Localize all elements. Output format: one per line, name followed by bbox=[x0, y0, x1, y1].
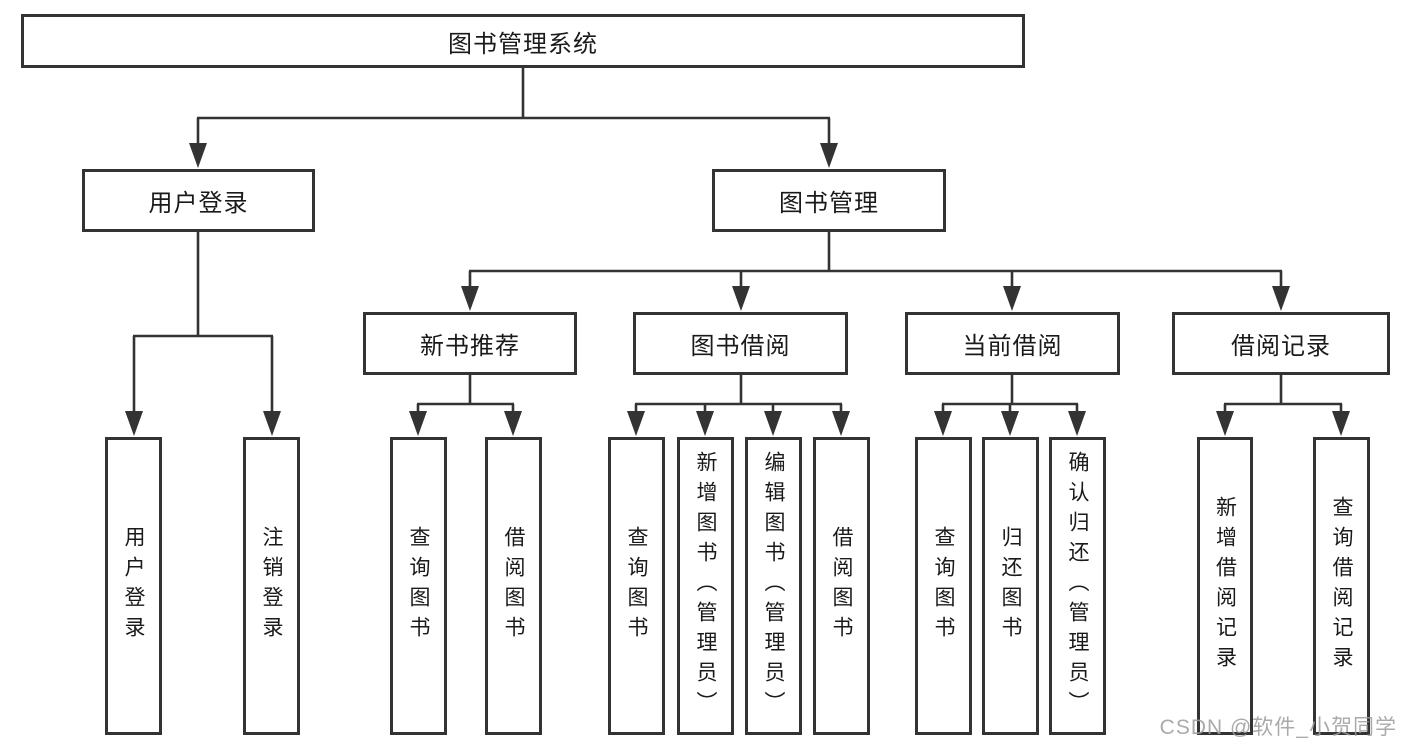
edge-root-to-level1 bbox=[189, 67, 838, 168]
node-new-book-recommend: 新书推荐 bbox=[363, 312, 577, 375]
leaf-query-books-borrow: 查询图书 bbox=[608, 437, 665, 735]
arrowhead bbox=[820, 143, 838, 168]
leaf-confirm-return-admin: 确认归还（管理员） bbox=[1049, 437, 1106, 735]
leaf-query-borrow-record: 查询借阅记录 bbox=[1313, 437, 1370, 735]
arrowhead bbox=[504, 411, 522, 436]
node-user-login: 用户登录 bbox=[82, 169, 315, 232]
leaf-borrow-books-recommend: 借阅图书 bbox=[485, 437, 542, 735]
arrowhead bbox=[627, 411, 645, 436]
leaf-query-books-recommend: 查询图书 bbox=[390, 437, 447, 735]
arrowhead bbox=[732, 286, 750, 311]
edge-book-borrow-to-leaves bbox=[627, 375, 850, 436]
node-book-management: 图书管理 bbox=[712, 169, 946, 232]
node-current-borrow: 当前借阅 bbox=[905, 312, 1120, 375]
edge-borrow-records-to-leaves bbox=[1216, 375, 1350, 436]
arrowhead bbox=[934, 411, 952, 436]
leaf-query-books-current: 查询图书 bbox=[915, 437, 972, 735]
leaf-return-books: 归还图书 bbox=[982, 437, 1039, 735]
edge-user-login-to-leaves bbox=[125, 232, 281, 436]
arrowhead bbox=[461, 286, 479, 311]
arrowhead bbox=[832, 411, 850, 436]
arrowhead bbox=[696, 411, 714, 436]
edge-current-borrow-to-leaves bbox=[934, 375, 1086, 436]
node-library-management-system: 图书管理系统 bbox=[21, 14, 1025, 68]
leaf-user-login: 用户登录 bbox=[105, 437, 162, 735]
arrowhead bbox=[1001, 411, 1019, 436]
arrowhead bbox=[125, 411, 143, 436]
arrowhead bbox=[764, 411, 782, 436]
arrowhead bbox=[1332, 411, 1350, 436]
arrowhead bbox=[1272, 286, 1290, 311]
leaf-add-borrow-record: 新增借阅记录 bbox=[1197, 437, 1253, 735]
arrowhead bbox=[1216, 411, 1234, 436]
edge-new-book-recommend-to-leaves bbox=[409, 375, 522, 436]
arrowhead bbox=[263, 411, 281, 436]
arrowhead bbox=[409, 411, 427, 436]
arrowhead bbox=[189, 143, 207, 168]
arrowhead bbox=[1068, 411, 1086, 436]
leaf-add-books-admin: 新增图书（管理员） bbox=[677, 437, 734, 735]
leaf-borrow-books: 借阅图书 bbox=[813, 437, 870, 735]
edge-book-management-to-level2 bbox=[461, 232, 1290, 311]
leaf-logout: 注销登录 bbox=[243, 437, 300, 735]
csdn-watermark: CSDN @软件_小贺同学 bbox=[1159, 716, 1397, 739]
leaf-edit-books-admin: 编辑图书（管理员） bbox=[745, 437, 802, 735]
node-book-borrow: 图书借阅 bbox=[633, 312, 848, 375]
node-borrow-records: 借阅记录 bbox=[1172, 312, 1390, 375]
arrowhead bbox=[1003, 286, 1021, 311]
